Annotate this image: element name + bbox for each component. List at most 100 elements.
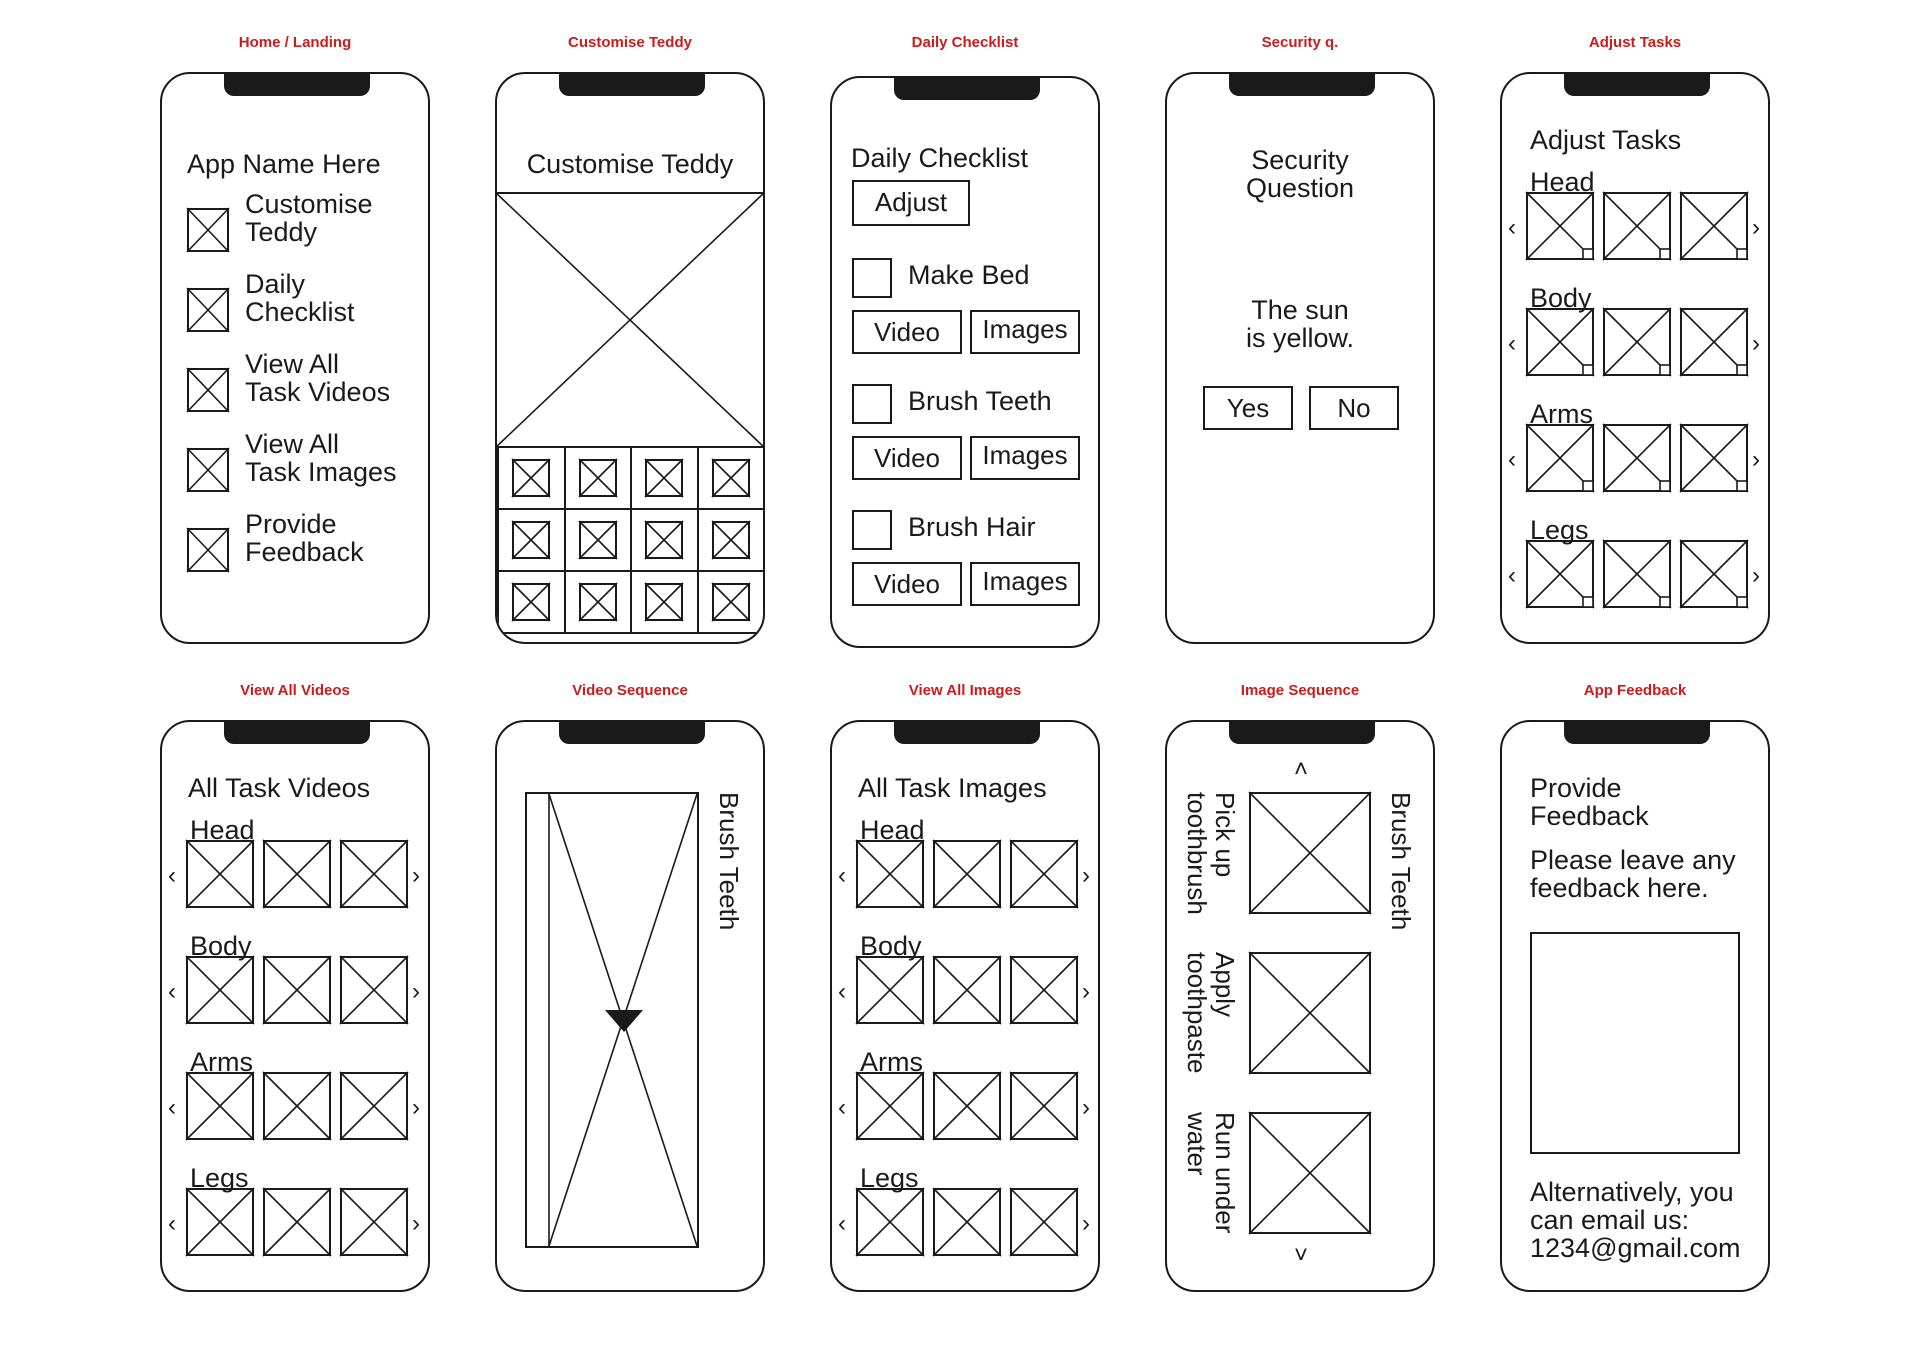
accessory-cell[interactable] <box>497 508 566 572</box>
task-checkbox[interactable] <box>852 258 892 298</box>
no-button[interactable]: No <box>1309 386 1399 430</box>
chevron-up-icon[interactable]: ˄ <box>1294 756 1309 783</box>
accessory-cell[interactable] <box>630 446 699 510</box>
group-tile[interactable] <box>1602 307 1672 377</box>
chevron-left-icon[interactable]: ‹ <box>838 862 846 889</box>
group-tile[interactable] <box>1679 423 1749 493</box>
group-tile[interactable] <box>1009 955 1079 1025</box>
group-tile[interactable] <box>1525 191 1595 261</box>
chevron-right-icon[interactable]: › <box>1082 978 1090 1005</box>
group-tile[interactable] <box>262 839 332 909</box>
group-tile[interactable] <box>855 955 925 1025</box>
group-tile[interactable] <box>185 1187 255 1257</box>
video-player[interactable] <box>525 792 699 1248</box>
group-tile[interactable] <box>1679 539 1749 609</box>
group-tile[interactable] <box>932 1071 1002 1141</box>
group-tile[interactable] <box>1525 423 1595 493</box>
yes-button[interactable]: Yes <box>1203 386 1293 430</box>
menu-item-label-line2: Checklist <box>245 297 355 327</box>
group-tile[interactable] <box>185 955 255 1025</box>
chevron-right-icon[interactable]: › <box>1752 446 1760 473</box>
crossed-box-icon <box>1009 1071 1079 1141</box>
task-checkbox[interactable] <box>852 384 892 424</box>
group-tile[interactable] <box>1602 423 1672 493</box>
chevron-left-icon[interactable]: ‹ <box>168 1210 176 1237</box>
group-tile[interactable] <box>932 1187 1002 1257</box>
chevron-left-icon[interactable]: ‹ <box>1508 330 1516 357</box>
group-tile[interactable] <box>262 1071 332 1141</box>
chevron-left-icon[interactable]: ‹ <box>168 978 176 1005</box>
chevron-right-icon[interactable]: › <box>1082 1094 1090 1121</box>
group-tile[interactable] <box>262 955 332 1025</box>
group-tile[interactable] <box>339 1071 409 1141</box>
group-tile[interactable] <box>339 955 409 1025</box>
group-tile[interactable] <box>262 1187 332 1257</box>
group-tile[interactable] <box>1009 1071 1079 1141</box>
group-tile[interactable] <box>185 1071 255 1141</box>
group-tile[interactable] <box>1525 307 1595 377</box>
group-tile[interactable] <box>1525 539 1595 609</box>
chevron-left-icon[interactable]: ‹ <box>168 1094 176 1121</box>
group-tile[interactable] <box>1679 307 1749 377</box>
images-button[interactable]: Images <box>970 562 1080 606</box>
group-tile[interactable] <box>855 1187 925 1257</box>
chevron-right-icon[interactable]: › <box>412 1094 420 1121</box>
adjust-button[interactable]: Adjust <box>852 180 970 226</box>
group-label-legs: Legs <box>190 1163 249 1193</box>
feedback-input[interactable] <box>1530 932 1740 1154</box>
chevron-right-icon[interactable]: › <box>1082 1210 1090 1237</box>
chevron-right-icon[interactable]: › <box>1082 862 1090 889</box>
group-tile[interactable] <box>185 839 255 909</box>
accessory-cell[interactable] <box>630 570 699 634</box>
chevron-right-icon[interactable]: › <box>412 1210 420 1237</box>
images-button[interactable]: Images <box>970 436 1080 480</box>
group-tile[interactable] <box>932 955 1002 1025</box>
play-triangle-icon[interactable] <box>605 1010 643 1032</box>
chevron-right-icon[interactable]: › <box>412 862 420 889</box>
chevron-left-icon[interactable]: ‹ <box>838 1210 846 1237</box>
group-tile[interactable] <box>855 1071 925 1141</box>
accessory-cell[interactable] <box>696 570 763 634</box>
chevron-right-icon[interactable]: › <box>1752 330 1760 357</box>
accessory-cell[interactable] <box>696 508 763 572</box>
accessory-cell[interactable] <box>563 446 632 510</box>
chevron-left-icon[interactable]: ‹ <box>838 1094 846 1121</box>
images-button[interactable]: Images <box>970 310 1080 354</box>
accessory-cell[interactable] <box>497 570 566 634</box>
chevron-right-icon[interactable]: › <box>1752 214 1760 241</box>
task-checkbox[interactable] <box>852 510 892 550</box>
group-tile[interactable] <box>1009 839 1079 909</box>
group-tile[interactable] <box>1009 1187 1079 1257</box>
group-tile[interactable] <box>855 839 925 909</box>
chevron-down-icon[interactable]: ˅ <box>1294 1242 1309 1269</box>
accessory-cell[interactable] <box>563 570 632 634</box>
chevron-right-icon[interactable]: › <box>1752 562 1760 589</box>
video-button[interactable]: Video <box>852 436 962 480</box>
accessory-cell[interactable] <box>696 446 763 510</box>
video-button[interactable]: Video <box>852 310 962 354</box>
chevron-left-icon[interactable]: ‹ <box>838 978 846 1005</box>
group-tile[interactable] <box>339 839 409 909</box>
accessory-cell[interactable] <box>563 508 632 572</box>
group-tile[interactable] <box>1602 539 1672 609</box>
video-button[interactable]: Video <box>852 562 962 606</box>
screen-video-sequence: Brush Teeth <box>495 720 765 1292</box>
chevron-right-icon[interactable]: › <box>412 978 420 1005</box>
group-tile[interactable] <box>1679 191 1749 261</box>
accessory-cell[interactable] <box>630 508 699 572</box>
group-tile[interactable] <box>339 1187 409 1257</box>
feedback-email-link[interactable]: 1234@gmail.com <box>1530 1233 1741 1263</box>
chevron-left-icon[interactable]: ‹ <box>168 862 176 889</box>
accessory-cell[interactable] <box>497 446 566 510</box>
chevron-left-icon[interactable]: ‹ <box>1508 562 1516 589</box>
chevron-left-icon[interactable]: ‹ <box>1508 214 1516 241</box>
group-tile[interactable] <box>1602 191 1672 261</box>
group-tile[interactable] <box>932 839 1002 909</box>
crossed-box-icon <box>1602 539 1672 609</box>
chevron-left-icon[interactable]: ‹ <box>1508 446 1516 473</box>
